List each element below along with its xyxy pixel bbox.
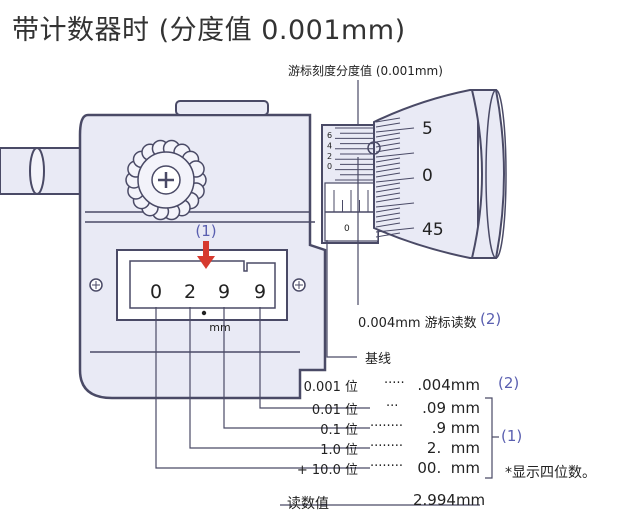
vernier-number: 4 <box>327 141 332 150</box>
reading-row-dots: ··· <box>386 399 399 414</box>
counter-inner-frame <box>129 260 276 309</box>
reading-row-value: .004mm <box>417 376 480 394</box>
right-screw <box>292 278 306 292</box>
counter-digit-2: 2 <box>184 281 196 303</box>
reading-row-dots: ········ <box>370 439 404 454</box>
vernier-reading-label: 0.004mm 游标读数 <box>358 316 477 331</box>
vernier-number: 6 <box>327 131 332 140</box>
bracket-ref: (1) <box>501 427 523 445</box>
vernier-reading-ref: (2) <box>480 310 502 328</box>
reading-highlight-circle <box>367 141 381 155</box>
reading-row-value: 00. mm <box>417 459 480 477</box>
counter-digit-1: 0 <box>150 281 162 303</box>
ratchet-knob <box>125 139 207 221</box>
reading-row-value: .09 mm <box>422 399 480 417</box>
thimble-number-5: 5 <box>422 119 433 139</box>
left-screw <box>89 278 103 292</box>
reading-row-value: .9 mm <box>431 419 480 437</box>
total-value: 2.994mm <box>413 491 486 509</box>
top-cap <box>175 100 269 116</box>
reading-row-dots: ········ <box>370 459 404 474</box>
reading-row-place: 0.001 位 <box>303 380 358 395</box>
reading-row-place: 1.0 位 <box>320 443 358 458</box>
counter-digit-3: 9 <box>218 281 230 303</box>
reading-row-ref: (2) <box>498 374 520 392</box>
decimal-point <box>201 310 207 316</box>
counter-marker: (1) <box>195 222 216 240</box>
thimble-number-45: 45 <box>422 220 444 240</box>
counter-digit-4: 9 <box>254 281 266 303</box>
thimble-number-0: 0 <box>422 166 433 186</box>
vernier-label: 游标刻度分度值 (0.001mm) <box>288 64 443 78</box>
vernier-scale: 64 20 <box>327 127 378 181</box>
vernier-number: 0 <box>327 162 332 171</box>
baseline-label: 基线 <box>365 352 392 367</box>
total-label: 读数值 <box>287 496 329 512</box>
reading-row-place: + 10.0 位 <box>296 463 358 478</box>
sleeve-zero: 0 <box>344 224 350 234</box>
vernier-number: 2 <box>327 152 332 161</box>
footnote: *显示四位数。 <box>505 465 596 481</box>
reading-row-value: 2. mm <box>426 439 480 457</box>
red-arrow-icon <box>197 241 215 269</box>
reading-row-dots: ········ <box>370 419 404 434</box>
page-title: 带计数器时 (分度值 0.001mm) <box>12 15 406 46</box>
reading-row-place: 0.1 位 <box>320 423 358 438</box>
counter-unit: mm <box>209 321 230 334</box>
reading-row-place: 0.01 位 <box>311 403 358 418</box>
reading-row-dots: ····· <box>384 376 405 391</box>
reading-bracket <box>485 397 493 479</box>
